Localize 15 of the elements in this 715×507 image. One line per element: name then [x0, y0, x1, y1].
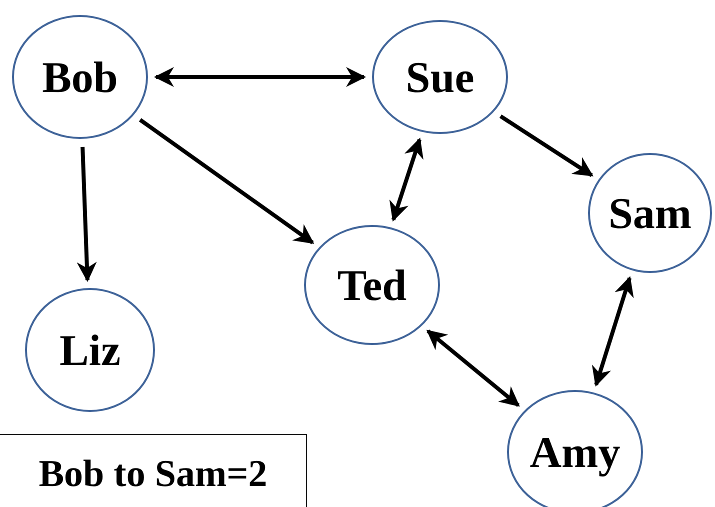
arrow — [138, 118, 314, 244]
node-label: Sue — [406, 52, 474, 102]
arrow — [592, 276, 634, 387]
note-box — [0, 434, 307, 507]
arrow — [426, 329, 520, 407]
arrow — [389, 138, 424, 222]
arrow — [76, 146, 97, 282]
node-label: Bob to Sam=2 — [38, 452, 268, 496]
arrow — [499, 114, 594, 177]
node-label: Ted — [337, 260, 407, 310]
node-label: Liz — [59, 324, 121, 376]
node-label: Amy — [530, 426, 620, 478]
arrow — [154, 67, 366, 87]
node-label: Bob — [42, 52, 118, 102]
node-label: Sam — [608, 188, 692, 238]
